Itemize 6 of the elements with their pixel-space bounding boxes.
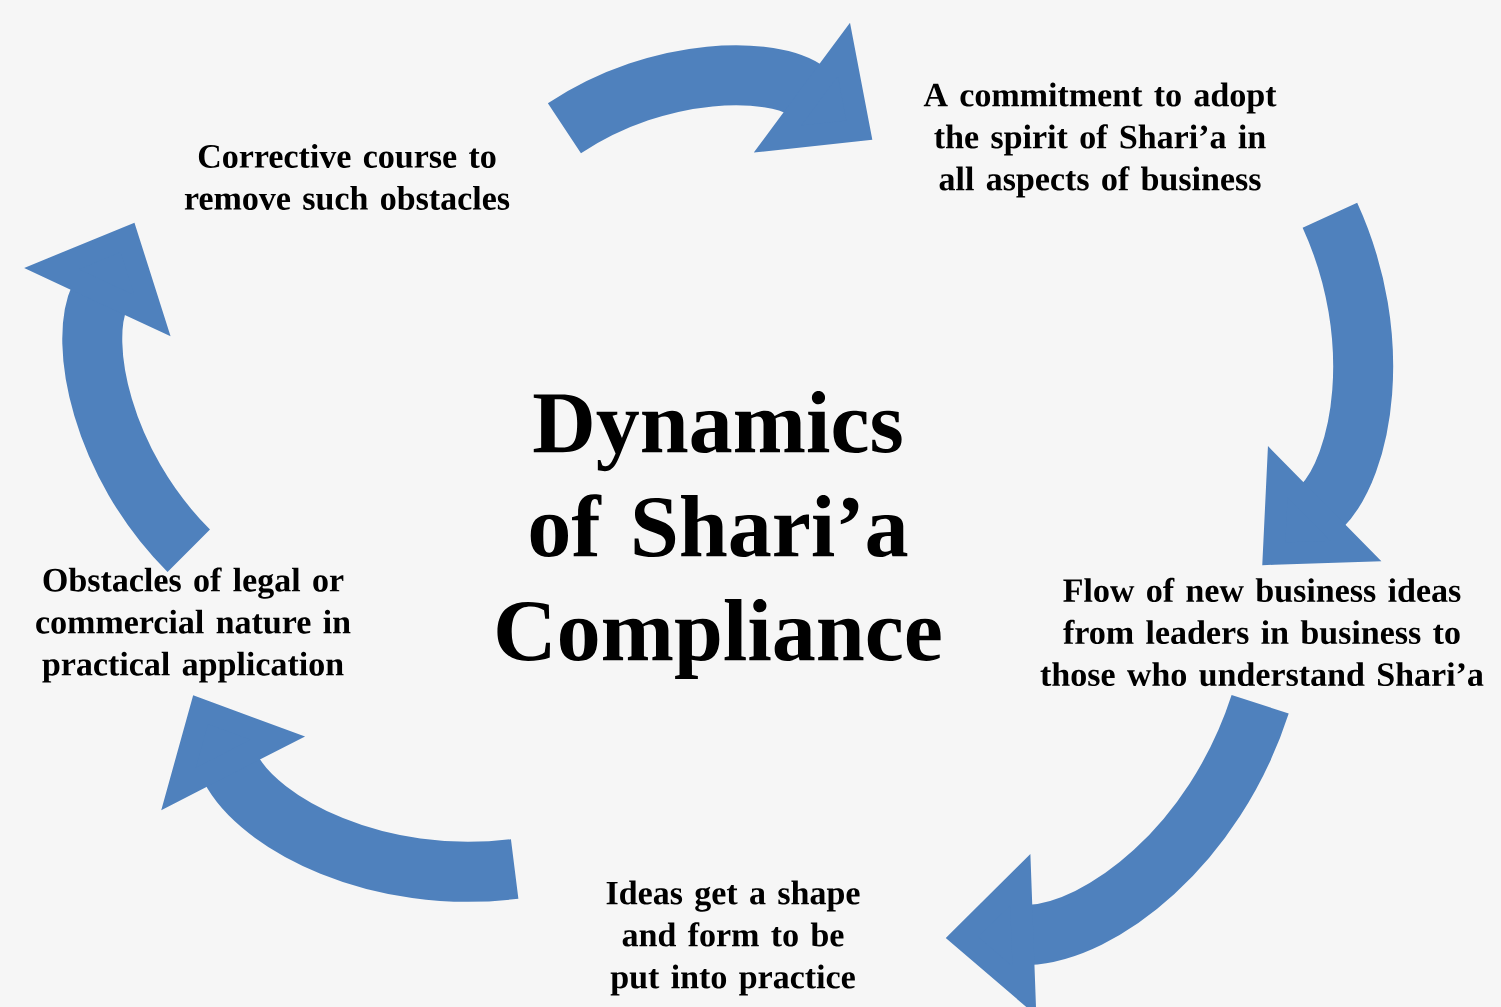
step-text: Corrective course to remove such obstacles [184, 144, 510, 210]
step-text: Flow of new business ideas from leaders in business to those who understand Shari’a [1040, 577, 1484, 687]
step-text: A commitment to adopt the spirit of Shari’a in all aspects of business [923, 82, 1277, 198]
step-text: Ideas get a shape and form to be put into practice [606, 880, 860, 996]
step-text: Obstacles of legal or commercial nature in practical application [36, 567, 351, 683]
diagram-title: Dynamics of Shari’a Compliance [497, 391, 941, 679]
